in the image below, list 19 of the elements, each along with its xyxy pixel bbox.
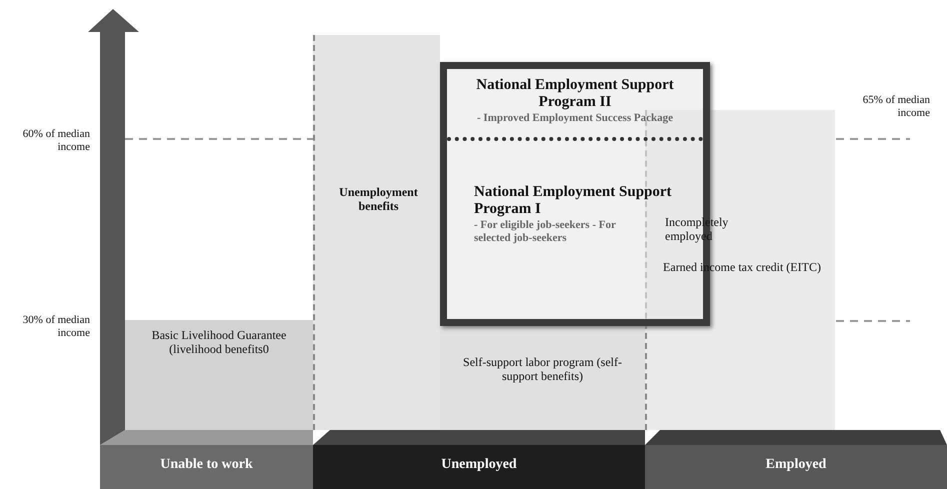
threshold-label: 65% of median income bbox=[862, 94, 930, 120]
status-label: Unable to work bbox=[159, 458, 254, 472]
benefit-label: Unemployment benefits bbox=[338, 185, 419, 213]
program-title: National Employment Support Program II bbox=[475, 77, 675, 111]
status-bar bbox=[313, 445, 645, 489]
benefit-panel bbox=[440, 325, 645, 430]
benefit-panel bbox=[313, 35, 440, 430]
status-bar bbox=[100, 445, 313, 489]
benefit-panel bbox=[125, 320, 313, 430]
status-bar bbox=[645, 445, 947, 489]
program-title: National Employment Support Program I bbox=[474, 184, 673, 218]
benefit-label: Self-support labor program (self-support benefits) bbox=[462, 355, 623, 383]
threshold-label: 60% of median income bbox=[22, 128, 90, 154]
status-label: Unemployed bbox=[440, 458, 518, 472]
program-detail: - For eligible job-seekers - For selected job-seekers bbox=[474, 219, 617, 245]
program-detail: - Improved Employment Success Package bbox=[476, 111, 674, 125]
benefit-label: Basic Livelihood Guarantee (livelihood benefits0 bbox=[150, 328, 288, 356]
status-label: Employed bbox=[764, 458, 828, 472]
threshold-label: 30% of median income bbox=[22, 314, 90, 340]
